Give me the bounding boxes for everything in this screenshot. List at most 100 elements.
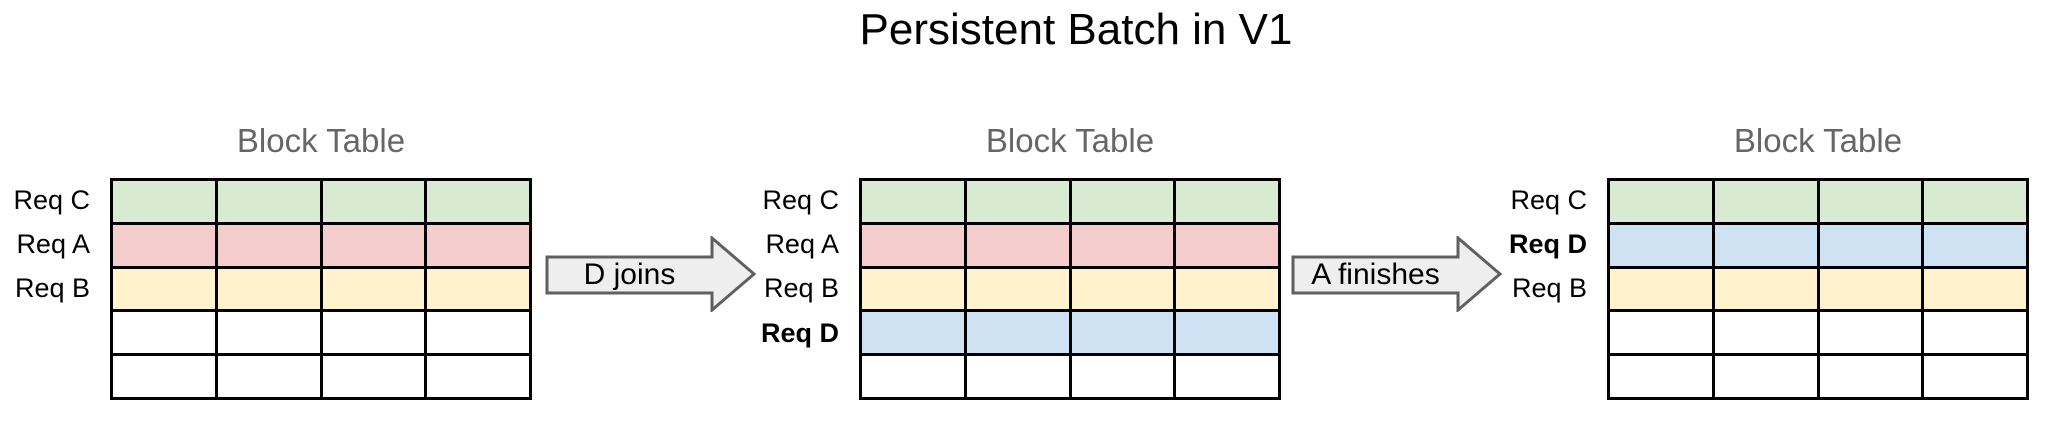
arrow-label-d-joins: D joins bbox=[583, 257, 676, 291]
block-cell bbox=[862, 268, 967, 310]
block-cell bbox=[1176, 225, 1278, 266]
block-cell bbox=[1924, 225, 2026, 266]
block-cell bbox=[967, 268, 1072, 310]
table-row-req-d bbox=[862, 312, 1278, 357]
block-cell bbox=[967, 356, 1072, 397]
block-cell bbox=[1610, 356, 1715, 397]
row-label-req-b: Req B bbox=[763, 273, 839, 304]
block-cell bbox=[1072, 356, 1177, 397]
row-label-req-c: Req C bbox=[762, 184, 839, 215]
block-cell bbox=[1924, 269, 2026, 310]
page-title: Persistent Batch in V1 bbox=[859, 5, 1293, 54]
row-label-empty bbox=[749, 356, 839, 400]
table-row-req-c bbox=[113, 181, 529, 225]
block-cell bbox=[1610, 268, 1715, 310]
row-label-empty bbox=[1497, 356, 1587, 400]
block-cell bbox=[218, 268, 323, 310]
block-cell bbox=[323, 312, 428, 354]
right-arrow-shape bbox=[545, 236, 757, 312]
block-table-panel-1: Block Table Req C Req A Req B bbox=[0, 120, 532, 400]
block-cell bbox=[1176, 312, 1278, 353]
table-row-empty bbox=[862, 356, 1278, 397]
transition-arrow-a-finishes: A finishes bbox=[1291, 236, 1503, 312]
table-row-req-a bbox=[113, 224, 529, 269]
block-cell bbox=[1715, 312, 1820, 354]
block-cell bbox=[862, 356, 967, 397]
block-cell bbox=[113, 181, 218, 222]
block-table-body: Req C Req D Req B bbox=[1497, 178, 2029, 400]
row-labels: Req C Req D Req B bbox=[1497, 178, 1607, 400]
block-cell bbox=[1715, 181, 1820, 222]
block-cell bbox=[1610, 181, 1715, 222]
block-cell bbox=[323, 356, 428, 397]
block-cell bbox=[218, 224, 323, 266]
block-cell bbox=[1820, 224, 1925, 266]
right-arrow-icon bbox=[545, 236, 757, 312]
block-cell bbox=[1820, 356, 1925, 397]
table-row-req-b bbox=[862, 268, 1278, 313]
block-cell bbox=[862, 224, 967, 266]
block-table-title: Block Table bbox=[236, 122, 406, 159]
block-cell bbox=[1820, 181, 1925, 222]
block-cell bbox=[1610, 224, 1715, 266]
block-cell bbox=[967, 181, 1072, 222]
block-cell bbox=[427, 181, 529, 222]
row-label-req-b: Req B bbox=[1511, 273, 1587, 304]
row-label-req-a: Req A bbox=[16, 229, 90, 260]
block-cell bbox=[1924, 312, 2026, 353]
block-cell bbox=[1176, 356, 1278, 397]
block-cell bbox=[218, 356, 323, 397]
table-row-req-b bbox=[113, 268, 529, 313]
block-table-grid bbox=[859, 178, 1281, 400]
block-cell bbox=[1715, 268, 1820, 310]
block-cell bbox=[1072, 181, 1177, 222]
block-cell bbox=[427, 312, 529, 353]
table-row-empty bbox=[113, 356, 529, 397]
block-cell bbox=[967, 224, 1072, 266]
block-cell bbox=[1176, 269, 1278, 310]
right-arrow-icon bbox=[1291, 236, 1503, 312]
block-cell bbox=[113, 356, 218, 397]
row-label-req-d: Req D bbox=[1508, 229, 1587, 260]
block-cell bbox=[113, 268, 218, 310]
block-table-panel-3: Block Table Req C Req D Req B bbox=[1497, 120, 2029, 400]
block-cell bbox=[113, 224, 218, 266]
block-cell bbox=[427, 225, 529, 266]
block-cell bbox=[427, 356, 529, 397]
block-cell bbox=[218, 312, 323, 354]
block-cell bbox=[323, 224, 428, 266]
row-label-req-c: Req C bbox=[13, 184, 90, 215]
table-row-req-c bbox=[862, 181, 1278, 225]
row-label-req-b: Req B bbox=[14, 273, 90, 304]
row-labels: Req C Req A Req B bbox=[0, 178, 110, 400]
block-table-panel-2: Block Table Req C Req A Req B Req D bbox=[749, 120, 1281, 400]
block-cell bbox=[862, 312, 967, 354]
block-cell bbox=[1072, 224, 1177, 266]
block-table-title: Block Table bbox=[985, 122, 1155, 159]
arrow-label-a-finishes: A finishes bbox=[1311, 257, 1440, 291]
block-cell bbox=[1820, 312, 1925, 354]
block-cell bbox=[218, 181, 323, 222]
block-table-body: Req C Req A Req B bbox=[0, 178, 532, 400]
block-table-body: Req C Req A Req B Req D bbox=[749, 178, 1281, 400]
block-table-grid bbox=[1607, 178, 2029, 400]
table-row-empty bbox=[1610, 356, 2026, 397]
block-cell bbox=[862, 181, 967, 222]
row-label-empty bbox=[0, 311, 90, 355]
right-arrow-shape bbox=[1291, 236, 1503, 312]
block-cell bbox=[1924, 181, 2026, 222]
table-row-req-a bbox=[862, 224, 1278, 269]
table-row-empty bbox=[113, 312, 529, 357]
block-cell bbox=[967, 312, 1072, 354]
block-cell bbox=[1072, 312, 1177, 354]
block-cell bbox=[1610, 312, 1715, 354]
block-cell bbox=[1715, 356, 1820, 397]
row-label-req-a: Req A bbox=[765, 229, 839, 260]
block-cell bbox=[1715, 224, 1820, 266]
row-label-empty bbox=[1497, 311, 1587, 355]
block-cell bbox=[1072, 268, 1177, 310]
table-row-req-c bbox=[1610, 181, 2026, 225]
row-label-req-c: Req C bbox=[1510, 184, 1587, 215]
transition-arrow-d-joins: D joins bbox=[545, 236, 757, 312]
block-cell bbox=[323, 181, 428, 222]
